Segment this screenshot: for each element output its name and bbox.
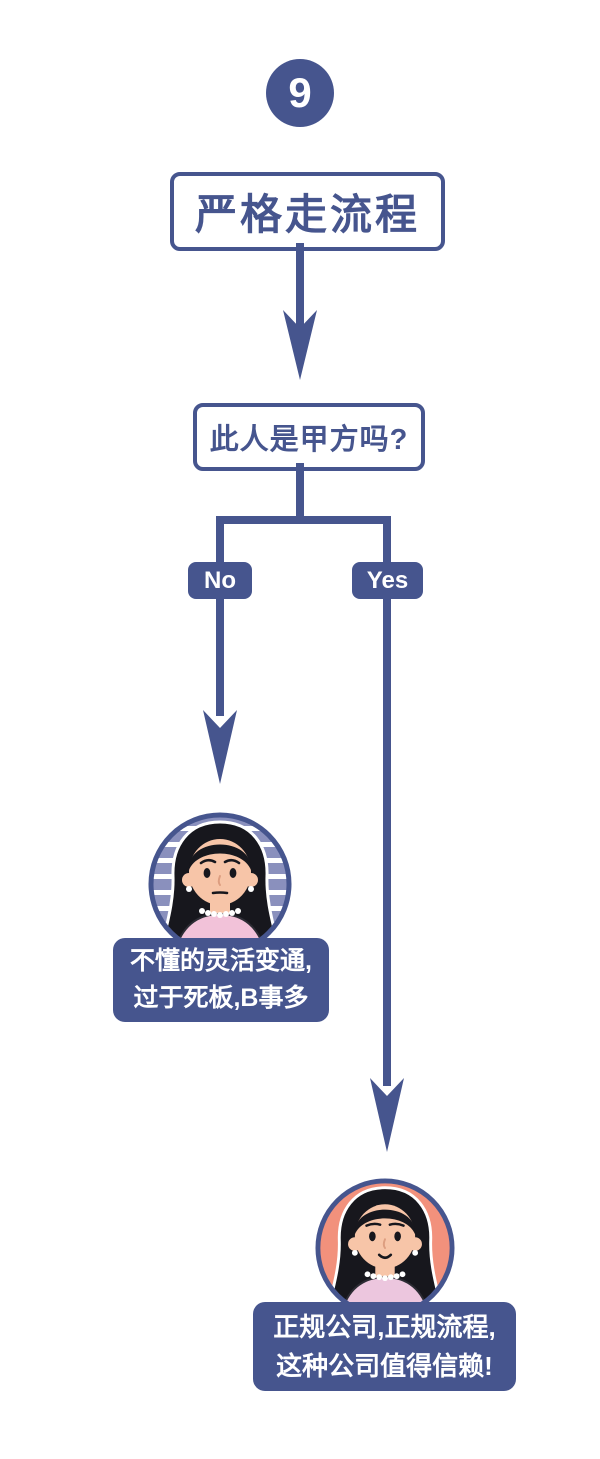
- connector-question-stem: [296, 463, 304, 524]
- arrow-down-icon: [283, 310, 317, 380]
- arrow-down-no-icon: [203, 710, 237, 784]
- yes-caption-line1: 正规公司,正规流程,: [273, 1311, 496, 1342]
- connector-no-stem: [216, 516, 224, 716]
- no-caption-line1: 不懂的灵活变通,: [130, 947, 312, 975]
- question-box: 此人是甲方吗?: [193, 403, 425, 471]
- yes-badge: Yes: [352, 562, 423, 599]
- arrow-down-yes-icon: [370, 1078, 404, 1152]
- step-number: 9: [288, 69, 312, 116]
- yes-caption-box: 正规公司,正规流程, 这种公司值得信赖!: [253, 1302, 516, 1391]
- no-caption-line2: 过于死板,B事多: [133, 984, 309, 1012]
- connector-yes-stem: [383, 516, 391, 1086]
- no-caption-box: 不懂的灵活变通, 过于死板,B事多: [113, 938, 329, 1022]
- arrow-title-to-question-stem: [296, 243, 304, 329]
- connector-horizontal-bar: [216, 516, 391, 524]
- yes-caption-line2: 这种公司值得信赖!: [276, 1350, 493, 1381]
- smiling-woman-avatar: [315, 1178, 455, 1318]
- worried-woman-avatar: [148, 812, 292, 956]
- title-text: 严格走流程: [194, 191, 420, 238]
- step-number-badge: 9: [266, 59, 334, 127]
- title-box: 严格走流程: [170, 172, 445, 251]
- yes-label: Yes: [366, 566, 409, 594]
- no-badge: No: [188, 562, 252, 599]
- no-label: No: [204, 566, 236, 594]
- question-text: 此人是甲方吗?: [209, 424, 409, 456]
